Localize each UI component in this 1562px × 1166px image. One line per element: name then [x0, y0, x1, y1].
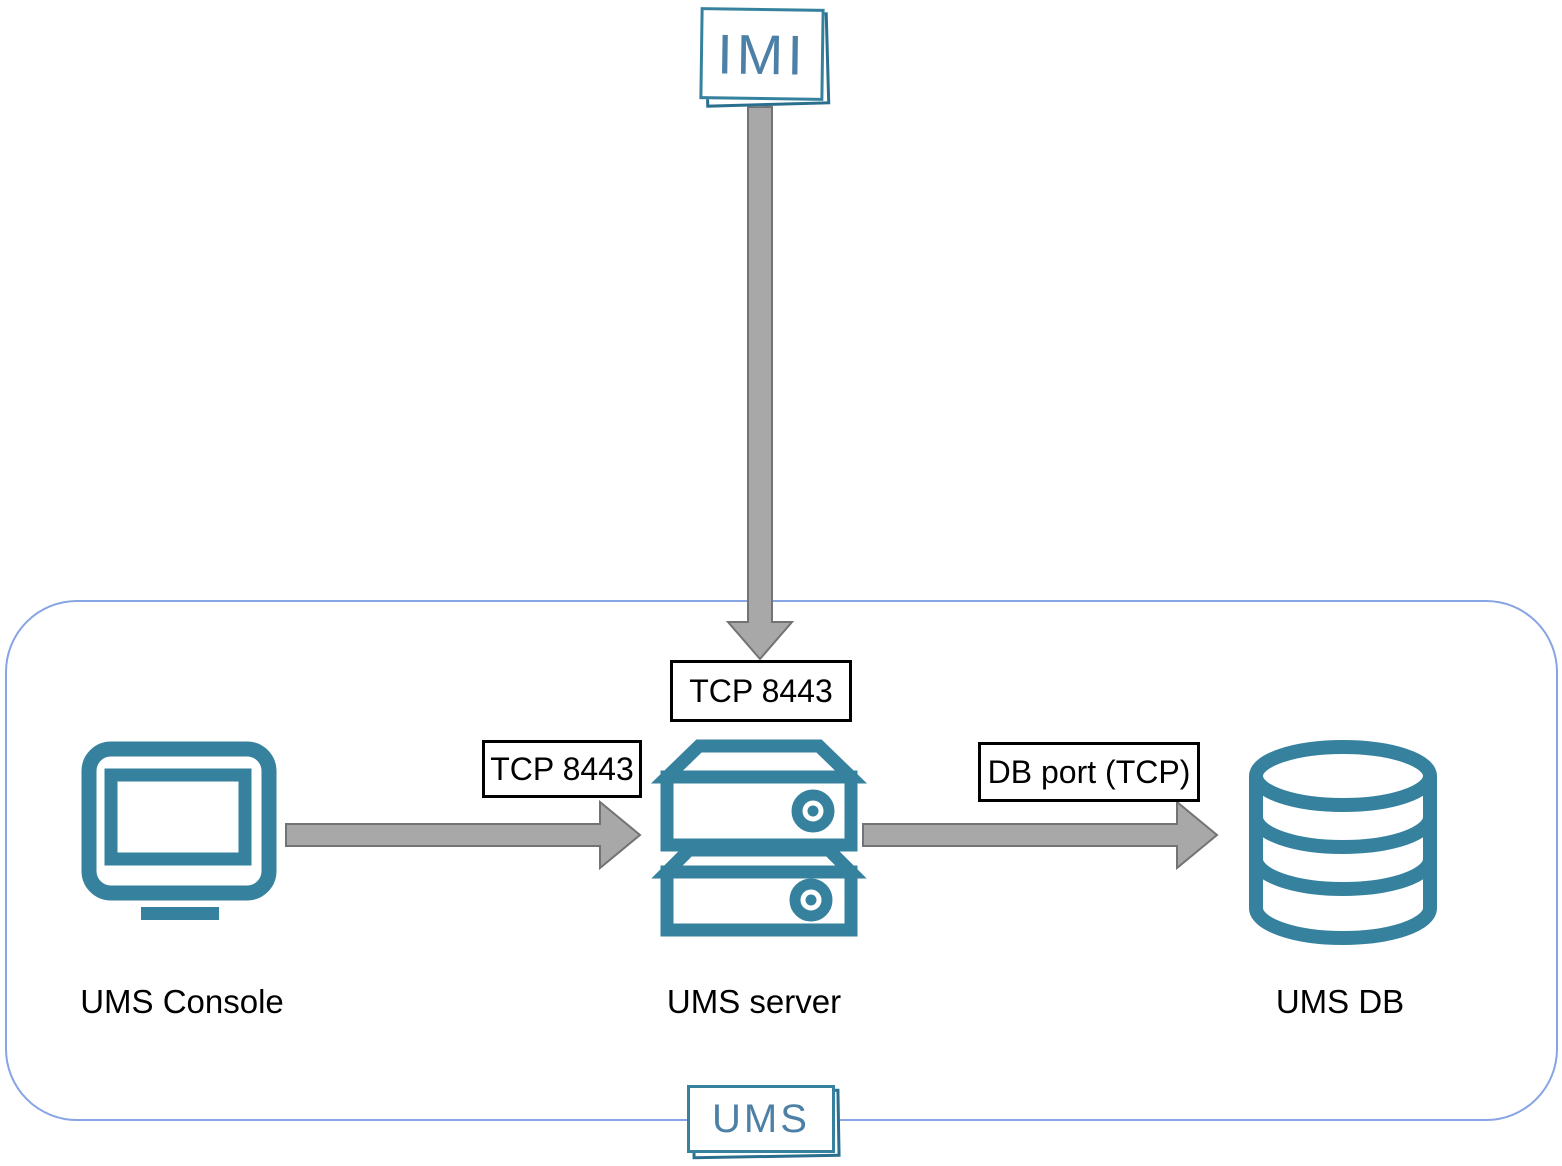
arrow-console-to-server — [285, 799, 642, 871]
server-icon — [650, 739, 868, 937]
database-icon — [1249, 740, 1437, 945]
port-label-console-to-server: TCP 8443 — [482, 740, 642, 798]
ums-tag-label: UMS — [712, 1096, 810, 1141]
imi-node-label: IMI — [716, 21, 808, 87]
node-label-ums-server: UMS server — [666, 983, 842, 1020]
port-label-server-to-db: DB port (TCP) — [978, 742, 1200, 802]
port-label-text: DB port (TCP) — [987, 753, 1191, 790]
port-label-text: TCP 8443 — [689, 672, 833, 709]
node-label-ums-console: UMS Console — [80, 983, 284, 1020]
arrow-server-to-db — [862, 799, 1219, 871]
port-label-imi-to-server: TCP 8443 — [670, 660, 852, 722]
port-label-text: TCP 8443 — [490, 750, 634, 787]
arrow-imi-to-server — [725, 106, 795, 661]
node-label-ums-db: UMS DB — [1275, 983, 1405, 1020]
ums-boundary-tag: UMS — [687, 1085, 835, 1153]
monitor-icon — [81, 741, 277, 920]
imi-node: IMI — [699, 7, 825, 101]
